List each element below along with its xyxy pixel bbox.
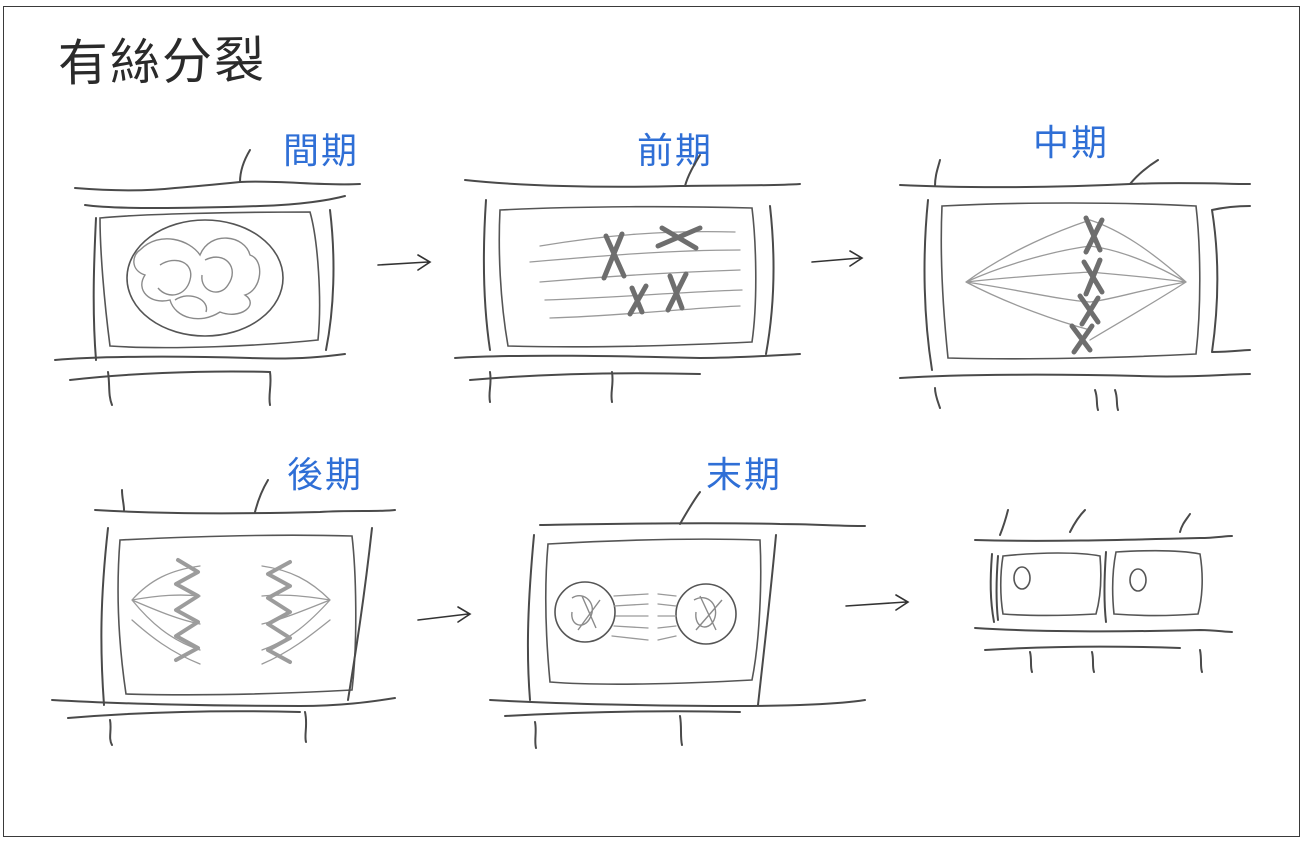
prophase-cell	[454, 154, 801, 403]
arrow-2	[811, 250, 864, 267]
arrow-4	[845, 594, 910, 611]
diagram-sheet	[3, 6, 1300, 837]
label-telophase: 末期	[706, 455, 783, 496]
label-anaphase: 後期	[287, 455, 364, 496]
telophase-cell	[489, 491, 866, 749]
arrow-1	[377, 254, 432, 271]
daughter-cells	[974, 509, 1233, 673]
label-interphase: 間期	[283, 131, 360, 172]
anaphase-cell	[51, 479, 396, 746]
label-prophase: 前期	[637, 131, 714, 172]
metaphase-cell	[899, 159, 1251, 411]
interphase-cell	[54, 149, 361, 406]
arrow-3	[417, 606, 472, 623]
label-metaphase: 中期	[1033, 123, 1110, 164]
